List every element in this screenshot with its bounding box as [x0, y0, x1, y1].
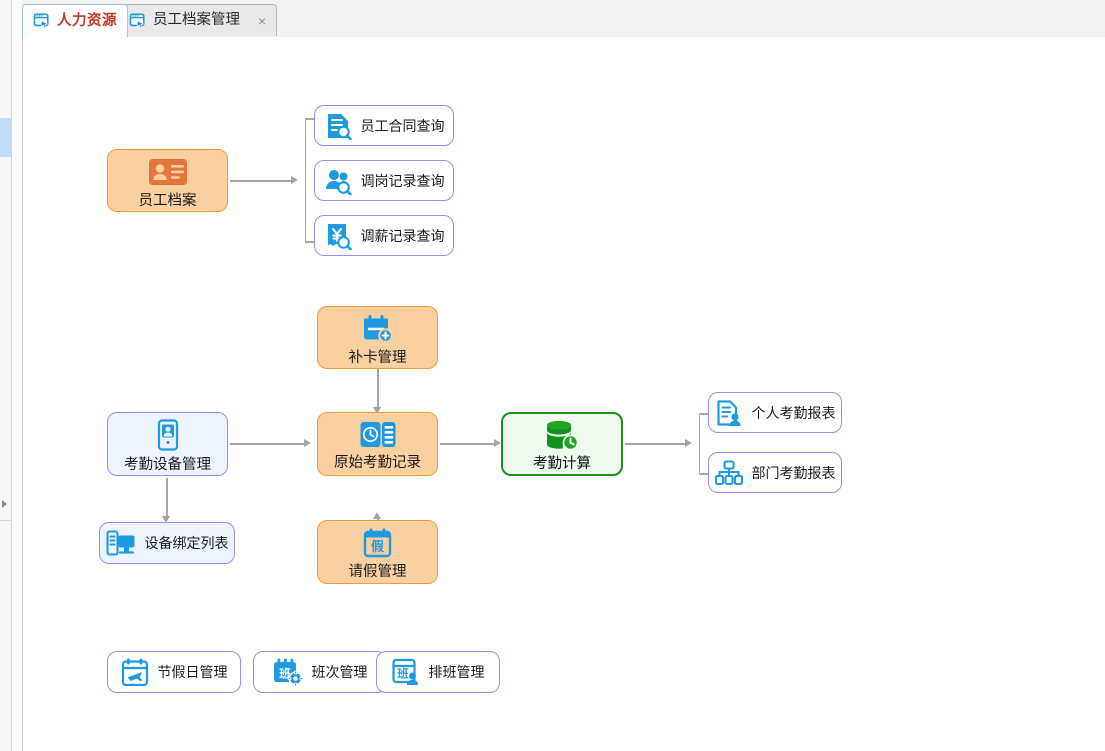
node-label: 补卡管理 — [348, 349, 407, 366]
tab-bar: 人力资源 员工档案管理 × — [22, 0, 1105, 38]
node-salary-record-query[interactable]: 调薪记录查询 — [314, 215, 454, 256]
node-label: 个人考勤报表 — [751, 404, 836, 421]
node-label: 节假日管理 — [157, 664, 228, 680]
node-label: 设备绑定列表 — [144, 535, 229, 551]
node-label: 员工合同查询 — [360, 117, 445, 134]
panel-gutter — [12, 0, 23, 751]
vertical-scrollbar-thumb[interactable] — [0, 118, 11, 157]
yuan-search-icon — [327, 223, 352, 250]
node-transfer-record-query[interactable]: 调岗记录查询 — [314, 160, 454, 201]
calendar-leave-icon: 假 — [363, 528, 391, 558]
edge-arrowhead — [291, 176, 298, 184]
svg-text:班: 班 — [397, 667, 409, 681]
tab-label: 员工档案管理 — [153, 12, 240, 29]
node-raw-attendance-record[interactable]: 原始考勤记录 — [317, 412, 438, 476]
node-label: 排班管理 — [428, 664, 485, 680]
edge-arrowhead — [373, 407, 381, 414]
edge-line — [440, 443, 496, 445]
node-department-attendance-report[interactable]: 部门考勤报表 — [708, 452, 842, 493]
node-label: 原始考勤记录 — [334, 455, 421, 472]
node-schedule-mgmt[interactable]: 班 排班管理 — [376, 651, 500, 693]
device-monitor-icon — [105, 530, 134, 556]
clock-list-icon — [360, 422, 395, 448]
org-chart-icon — [714, 459, 743, 485]
calendar-person-icon: 班 — [391, 658, 418, 685]
node-attendance-calculation[interactable]: 考勤计算 — [501, 412, 623, 476]
node-label: 员工档案 — [138, 192, 197, 209]
node-attendance-device-mgmt[interactable]: 考勤设备管理 — [107, 412, 228, 476]
edge-line — [377, 369, 379, 409]
tab-label: 人力资源 — [57, 12, 117, 29]
node-label: 考勤设备管理 — [124, 457, 211, 474]
node-label: 部门考勤报表 — [751, 464, 836, 481]
tab-employee-archive-management[interactable]: 员工档案管理 × — [118, 4, 278, 36]
calendar-plus-icon — [363, 314, 393, 343]
node-makeup-card-mgmt[interactable]: 补卡管理 — [317, 306, 438, 369]
edge-arrowhead — [162, 516, 170, 523]
node-label: 调岗记录查询 — [360, 172, 445, 189]
node-label: 考勤计算 — [533, 456, 591, 473]
tab-human-resources[interactable]: 人力资源 — [22, 4, 128, 38]
flowchart-canvas: 员工档案 员工合同查询 — [23, 37, 1105, 751]
rail-divider — [0, 520, 11, 521]
edge-bracket — [699, 413, 709, 475]
edge-bracket — [305, 118, 315, 243]
edge-arrowhead — [494, 439, 501, 447]
face-terminal-icon — [157, 419, 178, 451]
edge-arrowhead — [304, 439, 311, 447]
node-label: 班次管理 — [311, 664, 368, 680]
edge-arrowhead — [373, 512, 381, 519]
id-card-icon — [148, 158, 187, 185]
window-cursor-icon — [33, 13, 49, 29]
node-shift-mgmt[interactable]: 班 班次管理 — [253, 651, 387, 693]
database-clock-icon — [547, 421, 579, 451]
window-cursor-icon — [129, 13, 145, 28]
vertical-scrollbar-track[interactable] — [0, 36, 11, 520]
calendar-plane-icon — [121, 658, 148, 686]
report-person-icon — [716, 399, 741, 426]
edge-arrowhead — [685, 439, 692, 447]
node-employee-archive[interactable]: 员工档案 — [107, 149, 228, 212]
node-employee-contract-query[interactable]: 员工合同查询 — [314, 105, 454, 146]
svg-text:班: 班 — [279, 667, 291, 681]
node-holiday-mgmt[interactable]: 节假日管理 — [107, 651, 241, 693]
node-label: 调薪记录查询 — [360, 227, 445, 244]
node-label: 请假管理 — [348, 564, 407, 581]
svg-text:假: 假 — [370, 539, 384, 555]
edge-line — [230, 443, 306, 445]
node-leave-mgmt[interactable]: 假 请假管理 — [317, 520, 438, 584]
node-personal-attendance-report[interactable]: 个人考勤报表 — [708, 392, 842, 433]
left-rail — [0, 0, 12, 751]
edge-line — [230, 180, 293, 182]
edge-line — [625, 443, 687, 445]
edge-line — [166, 478, 168, 518]
collapse-arrow-icon[interactable] — [2, 500, 7, 508]
close-icon[interactable]: × — [258, 12, 267, 29]
calendar-gear-icon: 班 — [273, 658, 303, 686]
node-device-binding-list[interactable]: 设备绑定列表 — [99, 522, 235, 564]
people-search-icon — [325, 169, 352, 195]
document-search-icon — [327, 113, 352, 140]
